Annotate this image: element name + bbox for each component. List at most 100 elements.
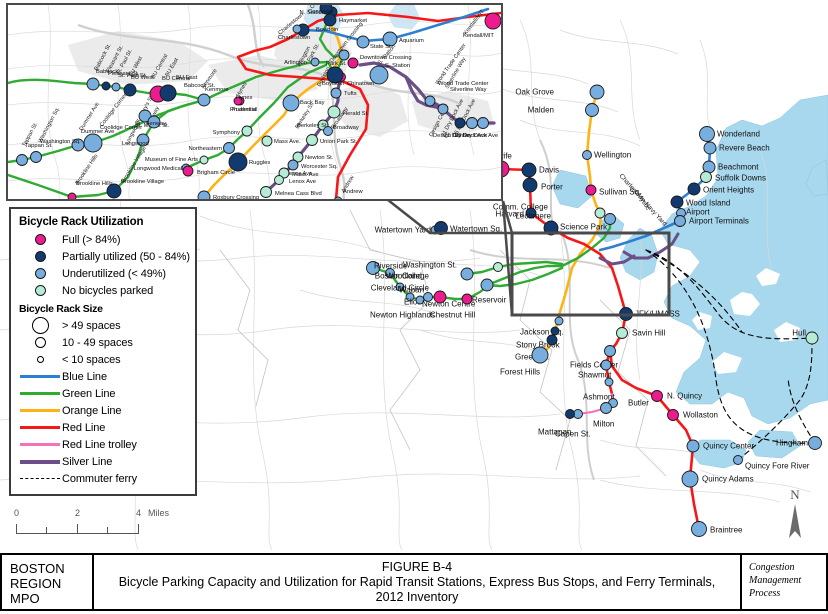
station-marker[interactable]: Brigham Circle [182,165,235,177]
station-dot[interactable] [382,31,398,47]
station-dot[interactable] [582,150,592,160]
station-marker[interactable]: Tufts [330,87,357,99]
station-dot[interactable] [554,316,564,326]
station-dot[interactable] [197,93,211,107]
station-marker[interactable]: Fields Corner [570,345,618,370]
station-dot[interactable] [670,195,684,209]
station-marker[interactable]: Washington St. [403,261,503,272]
station-dot[interactable] [147,115,161,129]
station-marker[interactable]: Silverline Way [437,87,487,115]
station-dot[interactable] [67,192,77,199]
station-dot[interactable] [531,346,549,364]
station-marker[interactable]: St. Paul St. [111,73,147,92]
station-marker[interactable]: Newton Highlands [370,295,435,320]
station-dot[interactable] [323,126,333,136]
station-dot[interactable] [454,117,466,129]
station-marker[interactable]: Northeastern [188,142,235,154]
station-dot[interactable] [600,359,612,371]
station-marker[interactable]: Revere Beach [703,141,770,155]
station-dot[interactable] [480,278,494,292]
station-marker[interactable]: Worcester Sq. [287,159,338,171]
station-marker[interactable]: Sullivan Sq [585,184,639,197]
station-dot[interactable] [199,155,209,165]
station-marker[interactable]: Brookline Hills [67,181,113,199]
station-marker[interactable]: Quincy Fore River [733,455,810,471]
station-dot[interactable] [415,295,425,305]
station-marker[interactable]: Suffolk Downs [700,171,767,183]
station-dot[interactable] [159,84,177,102]
station-marker[interactable]: Boylston [322,66,344,87]
station-marker[interactable]: Woodland [385,268,422,281]
station-marker[interactable]: BU East [159,75,198,102]
station-marker[interactable]: Shawmut [578,359,612,380]
station-marker[interactable]: Airport Terminals [674,215,749,227]
station-dot[interactable] [30,151,42,163]
station-marker[interactable]: S. Station [369,63,410,85]
station-dot[interactable] [323,13,337,27]
station-marker[interactable]: Union Park St. [306,134,358,146]
station-marker[interactable]: Broadway [323,125,359,136]
station-dot[interactable] [306,134,318,146]
station-marker[interactable]: Comm. College [493,203,606,219]
station-dot[interactable] [86,77,100,91]
station-dot[interactable] [477,117,489,129]
station-marker[interactable]: Science Park [543,220,608,236]
station-dot[interactable] [585,184,597,196]
station-marker[interactable]: Forest Hills [500,346,549,377]
station-marker[interactable]: Wollaston [667,409,718,421]
station-marker[interactable]: Babcock [86,69,118,91]
station-dot[interactable] [287,159,299,171]
station-marker[interactable]: Haymarket [323,13,367,27]
station-marker[interactable]: Longwood [122,133,150,147]
station-marker[interactable]: Newton St. [292,151,334,163]
station-dot[interactable] [138,109,152,123]
station-dot[interactable] [71,138,85,152]
station-dot[interactable] [326,66,344,84]
station-dot[interactable] [674,215,686,227]
station-marker[interactable]: Reservoir [461,293,507,305]
station-marker[interactable]: Kenmore [197,87,229,107]
station-dot[interactable] [619,307,633,321]
station-dot[interactable] [424,95,436,107]
station-marker[interactable]: Braintree [691,521,744,537]
station-marker[interactable]: Roxbury Crossing [197,190,259,199]
station-dot[interactable] [278,167,290,179]
station-dot[interactable] [616,327,628,339]
station-dot[interactable] [460,267,474,281]
station-marker[interactable]: Charlestown [278,24,310,41]
station-dot[interactable] [484,12,501,30]
station-marker[interactable]: Oak Grove [515,84,605,100]
station-marker[interactable]: Eliot [404,292,420,307]
station-dot[interactable] [681,470,699,488]
station-dot[interactable] [565,409,575,419]
station-marker[interactable]: Andrew [334,189,363,199]
station-marker[interactable]: Orient Heights [687,182,754,196]
station-dot[interactable] [667,409,679,421]
station-marker[interactable]: Hingham [776,436,822,450]
station-marker[interactable]: JFK/UMASS [619,307,680,321]
station-dot[interactable] [687,182,701,196]
station-dot[interactable] [136,133,150,147]
station-dot[interactable] [543,220,559,236]
station-marker[interactable]: Mattapan [538,409,575,437]
station-marker[interactable]: Congress [308,5,333,15]
station-marker[interactable]: Lenox Ave [274,175,316,185]
station-marker[interactable]: Museum of Fine Arts [145,155,209,165]
inset-station-layer[interactable]: N. StationHaymarketBowdoinAquariumState … [8,5,501,199]
station-marker[interactable]: Watertown Sq. [434,221,503,235]
station-dot[interactable] [423,292,433,302]
station-dot[interactable] [369,65,389,85]
station-marker[interactable]: Cleveland Circle [371,278,494,293]
station-marker[interactable]: Watertown Yard [375,225,440,235]
station-dot[interactable] [521,162,537,178]
station-dot[interactable] [338,49,350,61]
station-dot[interactable] [310,57,320,67]
station-dot[interactable] [197,190,211,199]
station-marker[interactable]: Ashmont [583,377,615,402]
station-marker[interactable]: Boston College [375,267,474,281]
station-marker[interactable]: Coolidge Corner [83,125,142,153]
station-marker[interactable]: Herald St. [327,105,369,119]
station-marker[interactable]: Hull [792,329,819,345]
station-dot[interactable] [437,103,449,115]
station-marker[interactable]: Tappan St. [16,143,54,166]
